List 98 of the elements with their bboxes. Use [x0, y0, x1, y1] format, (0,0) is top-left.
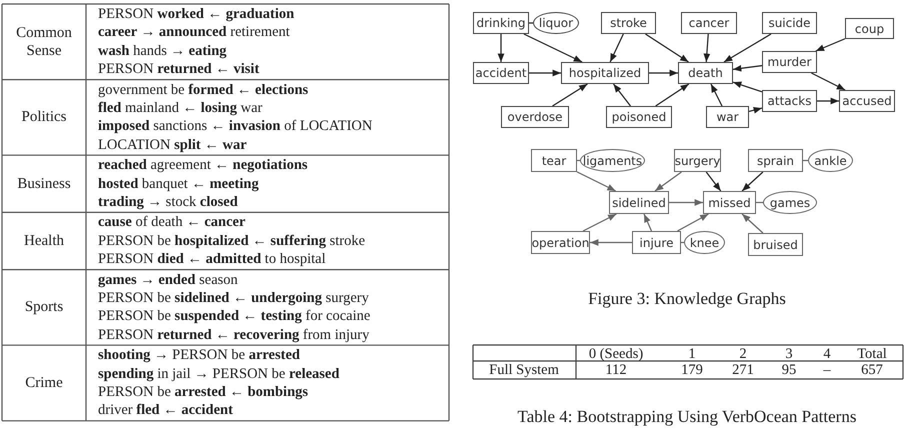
table-cell-text: Total	[857, 346, 887, 362]
process-box: surgery	[674, 149, 721, 172]
table-cell-text: 2	[739, 346, 747, 362]
arrow	[582, 213, 617, 232]
example-pair: shooting → PERSON be arrested	[98, 346, 300, 364]
process-box: drinking	[473, 12, 529, 34]
table-cell-text: –	[823, 362, 831, 378]
arrow	[677, 213, 709, 232]
process-box: murder	[762, 51, 817, 73]
arrow	[645, 34, 689, 62]
process-box: sprain	[748, 149, 803, 172]
category-label: Health	[23, 232, 65, 250]
arrow	[811, 72, 846, 91]
arrow	[613, 84, 631, 106]
category-label: Sports	[24, 298, 64, 316]
ellipse-node: games	[763, 191, 817, 214]
arrow	[710, 84, 723, 106]
process-box: death	[678, 62, 733, 84]
example-pair: PERSON be hospitalized ← suffering stroke	[98, 232, 366, 250]
table-cell-text: 0 (Seeds)	[588, 346, 644, 362]
example-pair: PERSON returned ← visit	[98, 60, 260, 78]
arrow	[655, 84, 690, 106]
table-cell-text: 112	[605, 362, 627, 378]
process-box: operation	[531, 231, 590, 254]
arrow	[552, 84, 588, 106]
table-cell-text: 271	[732, 362, 754, 378]
process-box: missed	[703, 191, 756, 214]
arrow	[643, 214, 652, 232]
arrow	[732, 82, 762, 92]
example-pair: games → ended season	[98, 270, 238, 289]
example-pair: reached agreement ← negotiations	[98, 156, 308, 174]
example-pair: trading → stock closed	[98, 193, 238, 211]
process-box: accused	[839, 90, 895, 112]
example-pair: wash hands → eating	[98, 42, 227, 60]
table-cell-text: 4	[823, 346, 831, 362]
category-label: Common Sense	[15, 24, 73, 60]
example-pair: driver fled ← accident	[98, 401, 233, 420]
figure-caption: Figure 3: Knowledge Graphs	[588, 289, 786, 309]
arrow	[610, 34, 624, 62]
table-cell-text: 3	[785, 346, 793, 362]
process-box: tear	[531, 149, 577, 172]
process-box: accident	[473, 62, 529, 84]
table-caption: Table 4: Bootstrapping Using VerbOcean Patterns	[518, 407, 856, 427]
example-pair: PERSON be arrested ← bombings	[98, 383, 308, 401]
category-label: Politics	[20, 108, 68, 126]
arrow	[654, 172, 682, 192]
process-box: poisoned	[606, 106, 672, 128]
example-pair: fled mainland ← losing war	[98, 99, 262, 117]
table-cell-text: 1	[688, 346, 696, 362]
ellipse-node: knee	[684, 231, 725, 254]
table-cell-text: 179	[681, 362, 703, 378]
process-box: hospitalized	[561, 62, 649, 84]
arrow	[742, 172, 764, 192]
example-pair: LOCATION split ← war	[98, 136, 247, 154]
arrow	[669, 199, 703, 206]
arrow	[524, 33, 582, 63]
process-box: cancer	[681, 12, 737, 34]
ellipse-node: ankle	[808, 149, 853, 172]
example-pair: PERSON worked ← graduation	[98, 5, 294, 23]
category-label: Business	[16, 174, 72, 193]
ellipse-node: ligaments	[580, 149, 645, 172]
process-box: overdose	[501, 106, 569, 128]
process-box: stroke	[601, 12, 656, 34]
arrow	[649, 70, 678, 76]
process-box: war	[706, 106, 749, 128]
example-pair: career → announced retirement	[98, 23, 290, 42]
table-cell-text: 657	[861, 362, 883, 378]
arrow	[732, 64, 762, 72]
process-box: suicide	[762, 12, 817, 34]
arrow	[724, 33, 772, 63]
arrow	[817, 98, 839, 104]
process-box: coup	[845, 18, 894, 39]
arrow	[748, 106, 762, 114]
example-pair: cause of death ← cancer	[98, 213, 246, 232]
example-pair: government be formed ← elections	[98, 80, 308, 99]
arrow	[816, 38, 846, 52]
example-pair: imposed sanctions ← invasion of LOCATION	[98, 117, 372, 136]
arrow	[706, 172, 722, 192]
example-pair: PERSON died ← admitted to hospital	[98, 250, 326, 268]
process-box: sidelined	[609, 191, 669, 214]
process-box: bruised	[748, 233, 803, 256]
ellipse-node: liquor	[533, 12, 579, 34]
arrow	[498, 34, 504, 62]
process-box: injure	[632, 231, 681, 254]
table-cell-text: 95	[782, 362, 796, 378]
process-box: attacks	[762, 90, 817, 112]
table-cell-text: Full System	[489, 362, 559, 378]
example-pair: PERSON returned ← recovering from injury	[98, 326, 370, 344]
example-pair: PERSON be suspended ← testing for cocaine	[98, 307, 370, 326]
arrow	[742, 214, 764, 234]
arrow	[704, 34, 710, 62]
example-pair: spending in jail → PERSON be released	[98, 364, 340, 383]
category-label: Crime	[24, 374, 64, 392]
example-pair: hosted banquet ← meeting	[98, 174, 259, 193]
arrow	[529, 70, 561, 76]
arrow	[576, 171, 616, 192]
example-pair: PERSON be sidelined ← undergoing surgery	[98, 289, 369, 307]
arrow	[590, 239, 632, 246]
